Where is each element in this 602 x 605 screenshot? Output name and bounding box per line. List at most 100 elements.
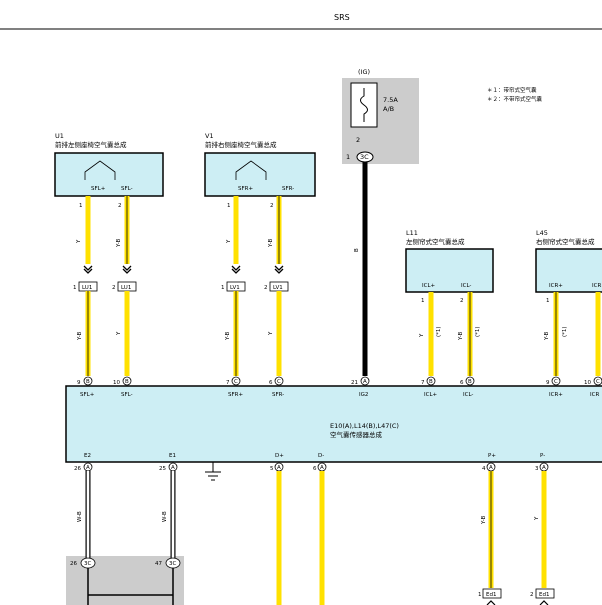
v1-pin-b: SFR- <box>282 186 294 192</box>
svg-text:SFL-: SFL- <box>121 392 133 398</box>
l45-pin-a: ICR+ <box>549 283 563 289</box>
top-wire-color-4: Y-B <box>268 239 274 248</box>
junction-1-right-num: 2 <box>112 285 116 291</box>
fuse-connector-label: 3C <box>360 153 369 161</box>
page-title: SRS <box>334 13 350 22</box>
fuse-pin: 2 <box>356 136 360 144</box>
svg-text:4: 4 <box>482 466 486 472</box>
junction-2-conn2: LV1 <box>273 285 283 291</box>
top-wire-num-2: 2 <box>118 203 122 209</box>
u1-coil-icon <box>84 160 116 180</box>
ecu-name: 空气囊传感器总成 <box>330 430 383 439</box>
top-wire-num-1: 1 <box>79 203 83 209</box>
junction-2-right-num: 2 <box>264 285 268 291</box>
bottom-wire-color-2: W-B <box>162 511 168 522</box>
svg-text:C: C <box>234 379 238 385</box>
l11-pin-a: ICL+ <box>422 283 436 289</box>
junction-2-conn: LV1 <box>230 285 240 291</box>
ecu-top-pin: 6 C SFR- <box>269 376 284 398</box>
u1-pin-b: SFL- <box>121 186 133 192</box>
svg-text:7: 7 <box>421 380 425 386</box>
fuse-icon <box>360 88 368 122</box>
top-wire-color-2: Y-B <box>116 239 122 248</box>
svg-text:P+: P+ <box>488 453 496 459</box>
junction-1-conn2: LU1 <box>121 285 131 291</box>
chevron-icon <box>83 265 93 274</box>
svg-text:D-: D- <box>318 453 324 459</box>
svg-text:10: 10 <box>584 380 591 386</box>
svg-text:SFR+: SFR+ <box>228 392 243 398</box>
svg-text:6: 6 <box>269 380 273 386</box>
mid-wire-color-3: Y-B <box>225 332 231 341</box>
l11-id: L11 <box>406 229 418 237</box>
l45-id: L45 <box>536 229 548 237</box>
svg-text:Ed1: Ed1 <box>539 592 549 598</box>
u1-desc: 前排左侧座椅空气囊总成 <box>55 140 127 149</box>
v1-desc: 前排右侧座椅空气囊总成 <box>205 140 277 149</box>
fuse-rating: 7.5A <box>383 96 398 104</box>
ecu-top-pin: 6 B ICL- <box>460 376 475 398</box>
v1-coil-icon <box>235 160 267 180</box>
svg-text:9: 9 <box>546 380 550 386</box>
svg-text:2: 2 <box>530 592 534 598</box>
svg-text:IG2: IG2 <box>359 392 368 398</box>
top-wire-color-5: Y <box>419 333 425 338</box>
top-wire-num-3: 1 <box>227 203 231 209</box>
v1-pin-a: SFR+ <box>238 186 253 192</box>
top-wire-note-5: (*1) <box>436 326 442 337</box>
svg-text:SFL+: SFL+ <box>80 392 95 398</box>
svg-text:6: 6 <box>313 466 317 472</box>
bottom-wire-color-4: Y <box>534 516 540 521</box>
svg-text:B: B <box>429 379 433 385</box>
svg-text:9: 9 <box>77 380 81 386</box>
fuse-name: (IG) <box>358 68 370 76</box>
top-wire-color-1: Y <box>76 239 82 244</box>
svg-text:A: A <box>320 465 324 471</box>
svg-text:E2: E2 <box>84 453 91 459</box>
svg-text:10: 10 <box>113 380 120 386</box>
ed1-connector: 2 Ed1 <box>530 588 555 599</box>
svg-text:7: 7 <box>226 380 230 386</box>
ed1-connector: 1 Ed1 <box>478 588 502 599</box>
top-wire-note-7: (*1) <box>562 326 568 337</box>
ecu-bottom-pin: P- 3 A <box>535 453 549 472</box>
l11-pin-b: ICL- <box>461 283 471 289</box>
ground-junction: 47 3C <box>155 557 181 569</box>
l45-box <box>535 248 602 293</box>
top-wire-num-6: 2 <box>460 298 464 304</box>
mid-wire-color-2: Y <box>116 331 122 336</box>
svg-text:E1: E1 <box>169 453 176 459</box>
svg-text:26: 26 <box>70 561 77 567</box>
svg-text:A: A <box>542 465 546 471</box>
svg-text:A: A <box>363 379 367 385</box>
svg-text:ICR+: ICR+ <box>549 392 563 398</box>
svg-text:B: B <box>86 379 90 385</box>
chevron-up-icon <box>539 600 549 605</box>
ecu-top-pin: 7 B ICL+ <box>421 376 438 398</box>
svg-text:Ed1: Ed1 <box>486 592 496 598</box>
top-wire-num-4: 2 <box>270 203 274 209</box>
u1-id: U1 <box>55 132 64 140</box>
ecu-top-pin: 10 B SFL- <box>113 376 133 398</box>
junction-1-left-num: 1 <box>73 285 77 291</box>
top-wire-color-6: Y-B <box>458 332 464 341</box>
v1-box <box>204 152 316 197</box>
mid-wire-color-4: Y <box>268 331 274 336</box>
l11-box <box>405 248 494 293</box>
svg-text:B: B <box>468 379 472 385</box>
fuse-pin-prefix: 1 <box>346 153 350 161</box>
svg-text:ICL-: ICL- <box>463 392 473 398</box>
u1-box <box>54 152 164 197</box>
ecu-top-pin: 10 C ICR <box>584 376 602 398</box>
junction-2-left-num: 1 <box>221 285 225 291</box>
l45-desc: 右侧帘式空气囊总成 <box>536 237 595 246</box>
svg-text:D+: D+ <box>275 453 284 459</box>
svg-text:47: 47 <box>155 561 162 567</box>
bottom-wire-color-3: Y-B <box>481 516 487 525</box>
ecu-top-pin: 7 C SFR+ <box>226 376 243 398</box>
l45-pin-b: ICR <box>592 283 601 289</box>
svg-text:C: C <box>554 379 558 385</box>
svg-text:3: 3 <box>535 466 539 472</box>
l11-desc: 左侧帘式空气囊总成 <box>406 237 465 246</box>
